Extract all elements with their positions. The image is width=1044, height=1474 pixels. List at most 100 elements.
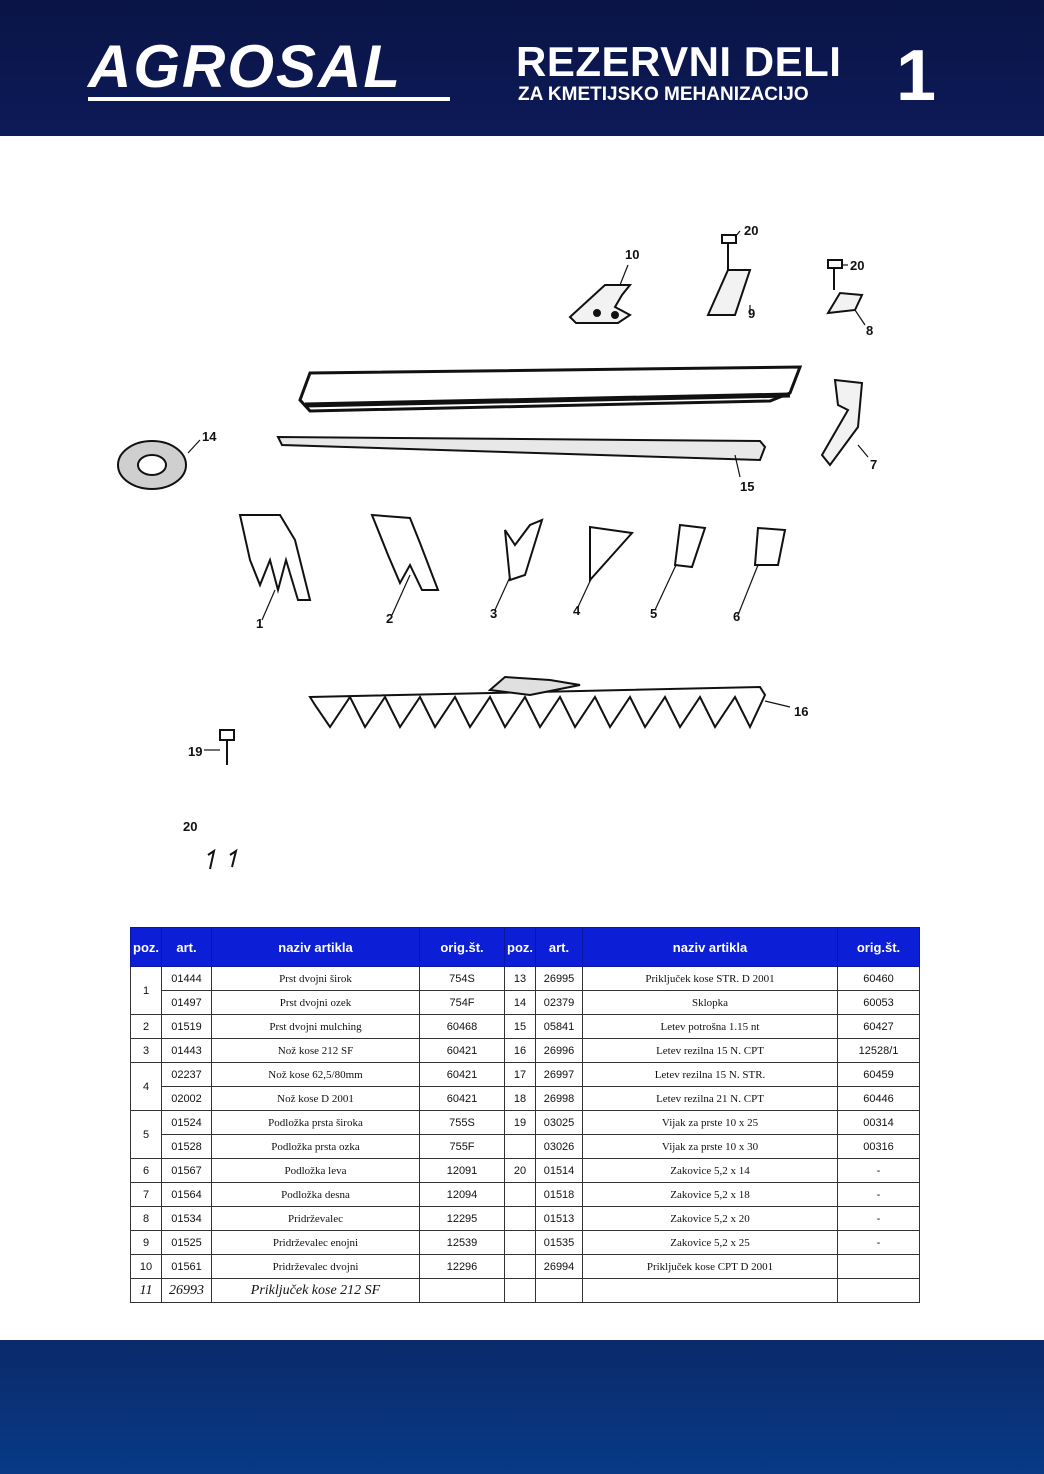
cell-orig: 60053 <box>837 990 920 1015</box>
col-header-name: naziv artikla <box>211 927 420 967</box>
cell-name: Nož kose D 2001 <box>211 1086 420 1111</box>
cell-name: Zakovice 5,2 x 20 <box>582 1206 838 1231</box>
col-header-orig: orig.št. <box>419 927 505 967</box>
cell-orig: 755S <box>419 1110 505 1135</box>
cell-art: 26995 <box>535 966 583 991</box>
table-row: 6 01567 Podložka leva 12091 20 01514 Zak… <box>130 1158 920 1183</box>
label-19: 19 <box>188 744 202 759</box>
cell-name: Vijak za prste 10 x 30 <box>582 1134 838 1159</box>
label-4: 4 <box>573 603 581 618</box>
part-19-bolt <box>219 729 235 765</box>
cell-poz: 19 <box>504 1110 536 1135</box>
cell-art: 03026 <box>535 1134 583 1159</box>
page-number: 1 <box>896 36 937 116</box>
cell-name <box>582 1278 838 1303</box>
page-footer <box>0 1340 1044 1474</box>
cell-orig: 12094 <box>419 1182 505 1207</box>
table-row: 02002 Nož kose D 2001 60421 18 26998 Let… <box>131 1086 920 1111</box>
col-header-name-2: naziv artikla <box>582 927 838 967</box>
cell-name: Podložka leva <box>211 1158 420 1183</box>
cell-name: Prst dvojni ozek <box>211 990 420 1015</box>
cell-name: Prst dvojni širok <box>211 966 420 991</box>
table-row: 9 01525 Pridrževalec enojni 12539 01535 … <box>130 1230 920 1255</box>
table-row: 01497 Prst dvojni ozek 754F 14 02379 Skl… <box>131 990 920 1015</box>
table-row: 3 01443 Nož kose 212 SF 60421 16 26996 L… <box>130 1038 920 1063</box>
col-header-poz: poz. <box>130 927 162 967</box>
logo-underline <box>88 97 450 101</box>
table-row: 11 26993 Priključek kose 212 SF <box>130 1278 920 1303</box>
label-1: 1 <box>256 616 263 631</box>
cell-poz: 11 <box>130 1278 162 1303</box>
cell-art: 01567 <box>161 1158 212 1183</box>
parts-table: poz. art. naziv artikla orig.št. poz. ar… <box>130 927 920 1303</box>
cell-art: 01497 <box>161 990 212 1015</box>
cell-name: Priključek kose 212 SF <box>211 1278 420 1303</box>
cell-orig: 754S <box>419 966 505 991</box>
cell-name: Pridrževalec dvojni <box>211 1254 420 1279</box>
part-20-rivet-b <box>229 848 238 868</box>
cell-art: 26996 <box>535 1038 583 1063</box>
cell-orig: - <box>837 1230 920 1255</box>
cell-art: 01513 <box>535 1206 583 1231</box>
cell-poz: 8 <box>130 1206 162 1231</box>
cell-orig: 12296 <box>419 1254 505 1279</box>
cell-art: 01528 <box>161 1134 212 1159</box>
page-title: REZERVNI DELI <box>516 38 842 85</box>
cell-poz: 20 <box>504 1158 536 1183</box>
table-row: 7 01564 Podložka desna 12094 01518 Zakov… <box>130 1182 920 1207</box>
label-14: 14 <box>202 429 217 444</box>
cell-art: 01514 <box>535 1158 583 1183</box>
cell-art: 03025 <box>535 1110 583 1135</box>
cell-name: Zakovice 5,2 x 18 <box>582 1182 838 1207</box>
cell-name: Priključek kose STR. D 2001 <box>582 966 838 991</box>
col-header-poz-2: poz. <box>504 927 536 967</box>
part-5-knife <box>673 523 707 569</box>
cell-orig: 12295 <box>419 1206 505 1231</box>
cell-art: 26997 <box>535 1062 583 1087</box>
label-10: 10 <box>625 247 639 262</box>
cell-art: 01564 <box>161 1182 212 1207</box>
cell-art: 01535 <box>535 1230 583 1255</box>
cell-orig: 12091 <box>419 1158 505 1183</box>
cell-poz: 9 <box>130 1230 162 1255</box>
cell-orig: - <box>837 1206 920 1231</box>
cell-orig <box>837 1278 920 1303</box>
cell-orig: 60421 <box>419 1062 505 1087</box>
cell-name: Nož kose 62,5/80mm <box>211 1062 420 1087</box>
part-9-holder <box>706 269 752 316</box>
cell-art: 26998 <box>535 1086 583 1111</box>
label-20-a: 20 <box>744 223 758 238</box>
table-row: 01528 Podložka prsta ozka 755F 03026 Vij… <box>131 1134 920 1159</box>
part-20-rivet-a <box>207 848 216 870</box>
part-20-bolt-a <box>721 234 737 270</box>
page-header: AGROSAL REZERVNI DELI ZA KMETIJSKO MEHAN… <box>0 0 1044 136</box>
cell-art: 01525 <box>161 1230 212 1255</box>
col-header-orig-2: orig.št. <box>837 927 920 967</box>
cell-name: Vijak za prste 10 x 25 <box>582 1110 838 1135</box>
label-15: 15 <box>740 479 754 494</box>
part-16-cutter-bar <box>308 685 767 730</box>
col-header-art-2: art. <box>535 927 583 967</box>
cell-orig: 754F <box>419 990 505 1015</box>
part-4-knife <box>589 525 634 583</box>
part-knife-bar <box>298 365 803 413</box>
cell-name: Nož kose 212 SF <box>211 1038 420 1063</box>
parts-diagram: 10 20 20 9 8 14 15 7 1 2 3 4 5 6 16 19 2… <box>110 215 930 885</box>
page-subtitle: ZA KMETIJSKO MEHANIZACIJO <box>518 84 809 105</box>
label-7: 7 <box>870 457 877 472</box>
cell-orig: - <box>837 1158 920 1183</box>
cell-name: Prst dvojni mulching <box>211 1014 420 1039</box>
cell-art: 02237 <box>161 1062 212 1087</box>
cell-name: Podložka prsta ozka <box>211 1134 420 1159</box>
cell-poz: 4 <box>130 1062 162 1111</box>
cell-name: Pridrževalec enojni <box>211 1230 420 1255</box>
cell-poz <box>504 1278 536 1303</box>
table-header-row: poz. art. naziv artikla orig.št. poz. ar… <box>130 927 920 967</box>
cell-name: Podložka prsta široka <box>211 1110 420 1135</box>
cell-poz: 1 <box>130 966 162 1015</box>
cell-poz: 16 <box>504 1038 536 1063</box>
cell-poz: 10 <box>130 1254 162 1279</box>
label-2: 2 <box>386 611 393 626</box>
cell-art: 26993 <box>161 1278 212 1303</box>
cell-poz <box>504 1134 536 1159</box>
